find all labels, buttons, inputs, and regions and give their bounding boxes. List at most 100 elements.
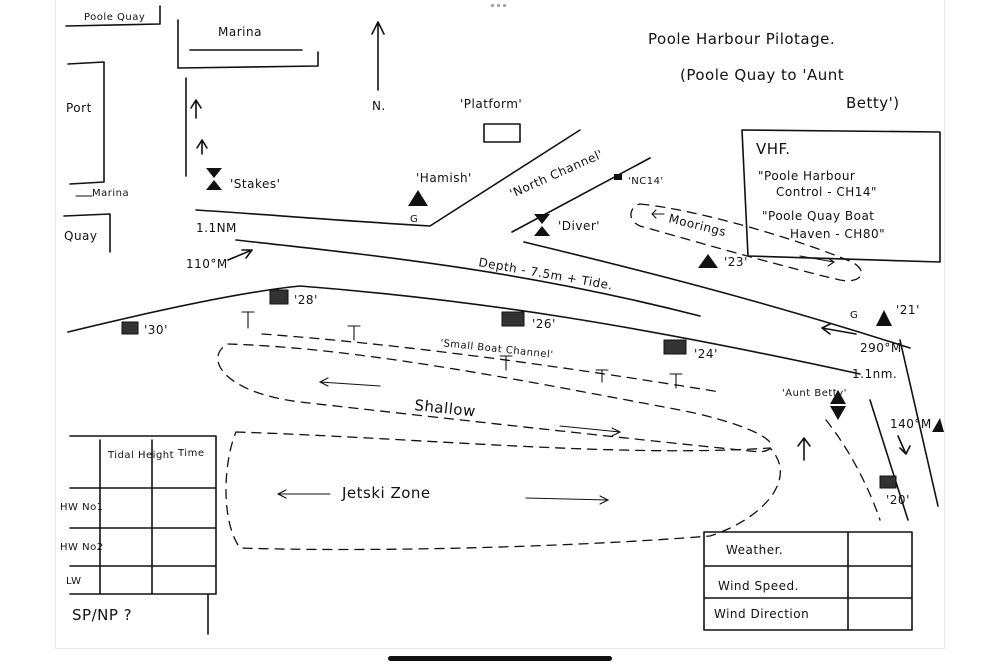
sketch-sheet (56, 0, 944, 648)
nc14-marker-icon (614, 174, 622, 180)
home-indicator-bar[interactable] (388, 656, 612, 661)
bearing-label-3: 140°M (890, 417, 932, 431)
nc14-label: 'NC14' (628, 176, 664, 187)
stake-post-icon (499, 355, 513, 371)
marina-label: Marina (218, 25, 262, 39)
channel-south-edge (67, 285, 861, 375)
bearing-arrow-icon-3 (897, 435, 911, 455)
buoy-23-label: '23' (724, 255, 748, 269)
title-line-3: Betty') (846, 94, 900, 112)
track-line (235, 239, 701, 317)
north-label: N. (372, 99, 386, 113)
buoy-26-icon (501, 311, 525, 327)
moorings-area (630, 203, 863, 282)
bearing-arrow-icon-2 (821, 323, 857, 335)
tidal-row-1: HW No1 (60, 502, 104, 513)
stake-arrow-icon (190, 99, 202, 119)
buoy-20-label: '20' (886, 493, 910, 507)
stake-post-icon (669, 373, 683, 389)
jetski-zone-label: Jetski Zone (341, 484, 431, 502)
jetski-zone-area (225, 431, 781, 551)
buoy-20-icon (879, 475, 897, 489)
spring-neap-label: SP/NP ? (72, 606, 132, 624)
drag-handle-icon[interactable] (491, 4, 509, 8)
title-line-2: (Poole Quay to 'Aunt (680, 66, 844, 84)
shallow-area (217, 343, 772, 453)
wind-direction-label: Wind Direction (714, 607, 809, 621)
port-outline (67, 61, 105, 185)
channel-east-inner-edge (869, 399, 909, 521)
stake-arrow-icon (196, 139, 208, 155)
weather-label: Weather. (726, 543, 783, 557)
shallow-arrow-icon (318, 377, 381, 387)
buoy-21-label: '21' (896, 303, 920, 317)
north-arrow-icon (371, 21, 385, 91)
bearing-arrow-icon (227, 249, 253, 261)
shallow-label: Shallow (414, 396, 477, 420)
buoy-26-label: '26' (532, 317, 556, 331)
aunt-betty-arrow-icon (797, 437, 811, 461)
bearing-label-1: 110°M (186, 257, 228, 271)
time-label: Time (177, 448, 204, 459)
platform-icon (483, 123, 521, 143)
tidal-row-3: LW (66, 576, 82, 587)
buoy-23-icon (698, 254, 718, 268)
marina-small-label: Marina (92, 188, 129, 199)
title-line-1: Poole Harbour Pilotage. (648, 30, 835, 48)
diver-label: 'Diver' (558, 219, 600, 233)
bearing-label-2: 290°M (860, 341, 902, 355)
vhf-line-4: Haven - CH80" (790, 227, 885, 241)
buoy-24-label: '24' (694, 347, 718, 361)
poole-quay-label: Poole Quay (84, 12, 145, 23)
stakes-label: 'Stakes' (230, 177, 280, 191)
channel-north-lower-edge (523, 241, 911, 349)
channel-east-edge (899, 339, 939, 507)
moorings-label: Moorings (667, 211, 727, 239)
aunt-betty-label: 'Aunt Betty' (782, 388, 847, 399)
vhf-heading: VHF. (756, 140, 791, 158)
moorings-arrow-icon (799, 255, 835, 267)
vhf-line-1: "Poole Harbour (758, 169, 855, 183)
shallow-arrow-icon (559, 425, 622, 437)
buoy-east-icon (932, 418, 944, 432)
north-channel-edge (511, 157, 651, 233)
stake-post-icon (595, 369, 609, 383)
buoy-30-icon (121, 321, 139, 335)
tidal-height-label: Tidal Height (107, 450, 174, 461)
buoy-24-icon (663, 339, 687, 355)
hamish-marker-icon (408, 190, 428, 206)
marina-outline (177, 19, 319, 69)
vhf-box (741, 129, 941, 263)
buoy-30-label: '30' (144, 323, 168, 337)
quay-outline (63, 213, 111, 253)
aunt-betty-track (825, 419, 881, 521)
buoy-28-label: '28' (294, 293, 318, 307)
tidal-row-2: HW No2 (60, 542, 104, 553)
distance-label-1: 1.1NM (196, 221, 237, 235)
buoy-21-icon (876, 310, 892, 326)
tidal-table-grid (69, 435, 217, 635)
north-channel-label: 'North Channel' (508, 147, 606, 201)
stakes-marker-icon (206, 168, 222, 190)
weather-table-grid (703, 531, 913, 631)
vhf-line-3: "Poole Quay Boat (762, 209, 875, 223)
jetski-arrow-icon (525, 495, 610, 505)
stake-post-icon (241, 311, 255, 329)
buoy-28-icon (269, 289, 289, 305)
channel-north-edge (195, 129, 581, 227)
wind-speed-label: Wind Speed. (718, 579, 799, 593)
aunt-betty-marker-icon (830, 390, 846, 420)
port-label: Port (66, 101, 92, 115)
poole-quay-outline (65, 5, 161, 27)
small-boat-channel-label: 'Small Boat Channel' (440, 338, 554, 361)
green-marker-label-2: G (850, 310, 858, 321)
jetski-arrow-icon (276, 489, 331, 499)
moorings-arrow-icon (651, 209, 665, 219)
stake-post-icon (347, 325, 361, 341)
platform-label: 'Platform' (460, 97, 522, 111)
quay-label: Quay (64, 229, 98, 243)
distance-label-2: 1.1nm. (852, 367, 897, 381)
hamish-label: 'Hamish' (416, 171, 472, 185)
vhf-line-2: Control - CH14" (776, 185, 877, 199)
